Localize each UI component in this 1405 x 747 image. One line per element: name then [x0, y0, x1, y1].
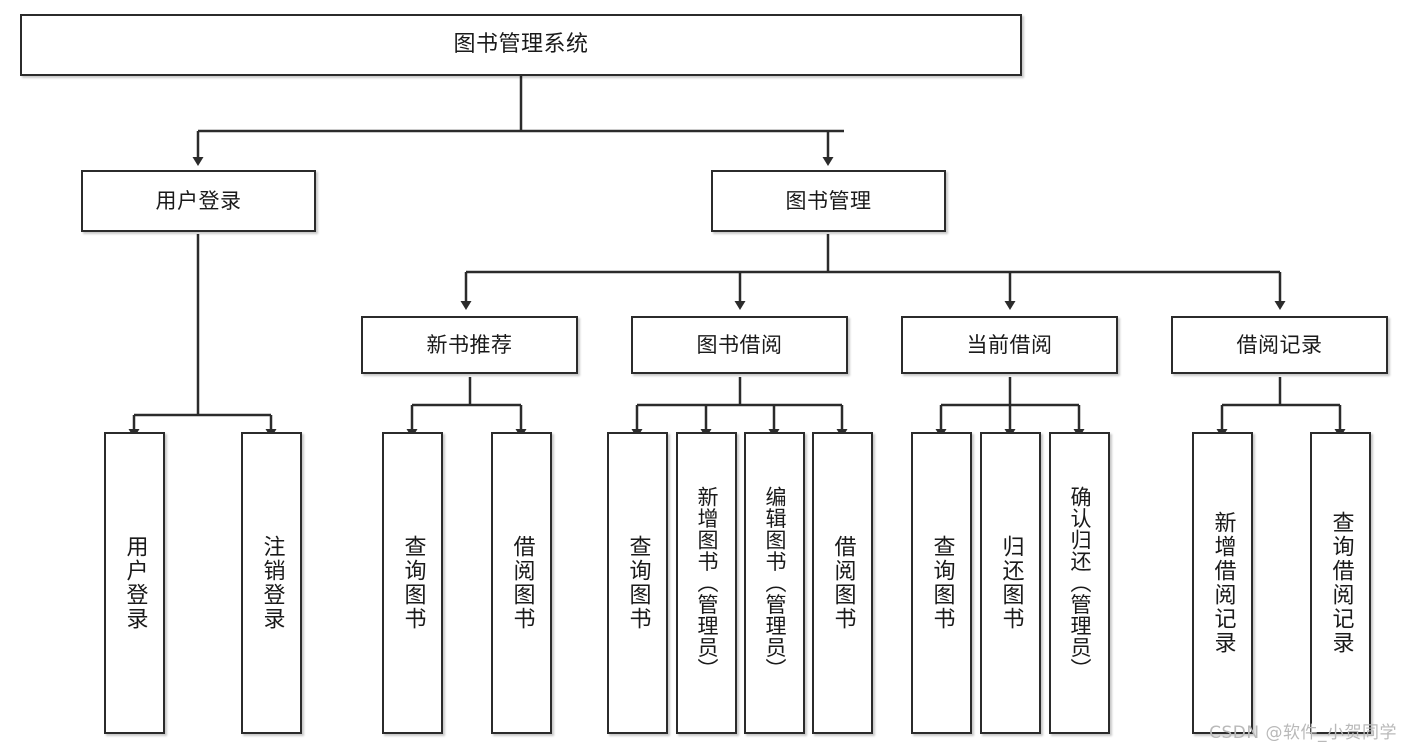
node-leaf-query-record[interactable]: 查询借阅记录: [1310, 432, 1371, 734]
node-label: 借阅记录: [1236, 332, 1323, 357]
node-leaf-borrow-book-2[interactable]: 借阅图书: [812, 432, 873, 734]
node-leaf-return-book[interactable]: 归还图书: [980, 432, 1041, 734]
node-label: 归还图书: [998, 535, 1024, 631]
node-label: 借阅图书: [830, 535, 856, 631]
node-label: 确认归还（管理员）: [1068, 486, 1093, 680]
node-current-borrow[interactable]: 当前借阅: [901, 316, 1118, 374]
node-leaf-add-book[interactable]: 新增图书（管理员）: [676, 432, 737, 734]
node-borrow-record[interactable]: 借阅记录: [1171, 316, 1388, 374]
node-label: 编辑图书（管理员）: [763, 486, 788, 680]
node-leaf-query-book-3[interactable]: 查询图书: [911, 432, 972, 734]
node-leaf-user-login[interactable]: 用户登录: [104, 432, 165, 734]
node-label: 注销登录: [259, 535, 285, 631]
node-leaf-borrow-book-1[interactable]: 借阅图书: [491, 432, 552, 734]
node-label: 图书管理: [785, 188, 872, 213]
node-book-manage[interactable]: 图书管理: [711, 170, 946, 232]
node-root-system[interactable]: 图书管理系统: [20, 14, 1022, 76]
node-label: 新书推荐: [426, 332, 513, 357]
node-label: 查询借阅记录: [1328, 511, 1354, 655]
node-label: 当前借阅: [966, 332, 1053, 357]
csdn-watermark: CSDN @软件_小贺同学: [1209, 723, 1397, 743]
node-label: 用户登录: [122, 535, 148, 631]
node-label: 借阅图书: [509, 535, 535, 631]
node-new-book-rec[interactable]: 新书推荐: [361, 316, 578, 374]
node-label: 新增借阅记录: [1210, 511, 1236, 655]
node-leaf-query-book-1[interactable]: 查询图书: [382, 432, 443, 734]
node-label: 查询图书: [400, 535, 426, 631]
node-label: 新增图书（管理员）: [695, 486, 720, 680]
node-leaf-add-record[interactable]: 新增借阅记录: [1192, 432, 1253, 734]
node-book-borrow[interactable]: 图书借阅: [631, 316, 848, 374]
node-leaf-query-book-2[interactable]: 查询图书: [607, 432, 668, 734]
node-label: 图书借阅: [696, 332, 783, 357]
node-leaf-confirm-return[interactable]: 确认归还（管理员）: [1049, 432, 1110, 734]
node-label: 查询图书: [625, 535, 651, 631]
node-user-login[interactable]: 用户登录: [81, 170, 316, 232]
node-leaf-edit-book[interactable]: 编辑图书（管理员）: [744, 432, 805, 734]
node-label: 图书管理系统: [453, 32, 589, 58]
node-label: 用户登录: [155, 188, 242, 213]
node-leaf-logout[interactable]: 注销登录: [241, 432, 302, 734]
node-label: 查询图书: [929, 535, 955, 631]
